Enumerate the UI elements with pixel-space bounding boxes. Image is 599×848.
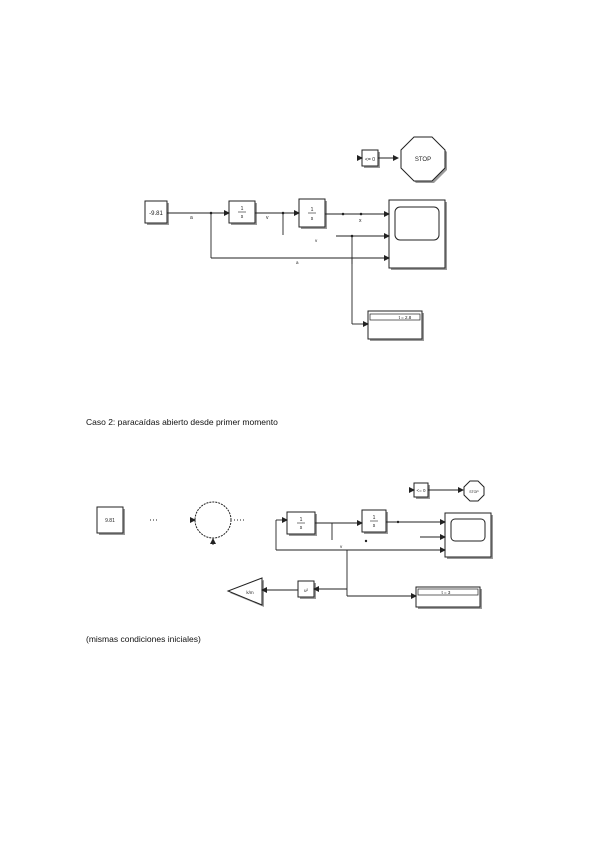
scope-block-2[interactable] [444, 512, 493, 559]
constant-block[interactable]: -9.81 [144, 200, 169, 225]
integrator-3-denominator: s [300, 525, 303, 531]
integrator-4-numerator: 1 [373, 515, 376, 521]
integrator-1-denominator: s [241, 214, 244, 220]
compare-to-zero-block-2[interactable]: <= 0 [413, 482, 430, 499]
compare-value: <= 0 [365, 157, 375, 163]
gain-value: k/m [246, 590, 254, 595]
signal-label-x: x [359, 218, 362, 224]
integrator-4-denominator: s [373, 523, 376, 529]
gain-block[interactable]: k/m [226, 577, 264, 607]
signal-label-a-feedback: a [296, 260, 299, 265]
stop-block-2[interactable]: STOP [463, 480, 485, 502]
display-value: t = 2.8 [399, 315, 412, 320]
display-block-2[interactable]: t = 3 [415, 586, 482, 609]
stop-2-label: STOP [469, 490, 479, 494]
integrator-block-2[interactable]: 1 s [298, 198, 327, 229]
compare-to-zero-block[interactable]: <= 0 [361, 149, 380, 168]
caption-initial-conditions: (mismas condiciones iniciales) [86, 634, 201, 644]
compare-2-value: <= 0 [416, 488, 426, 493]
constant-block-2[interactable]: 9.81 [96, 506, 125, 535]
diagram-parachute-open: 9.81 1 s 1 s <= 0 [96, 480, 493, 609]
constant-value: -9.81 [149, 211, 163, 217]
signal-dot-label: v [315, 238, 318, 243]
integrator-block-4[interactable]: 1 s [361, 509, 388, 534]
signal-label-a: a [190, 215, 193, 221]
caption-case-2: Caso 2: paracaídas abierto desde primer … [86, 417, 278, 427]
integrator-3-numerator: 1 [300, 517, 303, 523]
square-value: u² [304, 588, 309, 593]
display-2-value: t = 3 [442, 590, 451, 595]
signal-label-v: v [266, 215, 269, 221]
integrator-block-1[interactable]: 1 s [228, 200, 257, 225]
square-block[interactable]: u² [297, 580, 316, 599]
signal-2-label-v: v [340, 544, 343, 549]
integrator-2-denominator: s [311, 216, 314, 222]
scope-block[interactable] [388, 199, 447, 270]
stop-block[interactable]: STOP [400, 136, 447, 183]
integrator-2-numerator: 1 [311, 207, 314, 213]
sum-block[interactable] [190, 501, 232, 545]
constant-2-value: 9.81 [105, 518, 115, 524]
integrator-block-3[interactable]: 1 s [286, 511, 317, 536]
integrator-1-numerator: 1 [241, 206, 244, 212]
diagram-free-fall: -9.81 1 s 1 s <= 0 S [144, 136, 447, 341]
display-block[interactable]: t = 2.8 [367, 310, 424, 341]
stop-label: STOP [415, 157, 431, 163]
